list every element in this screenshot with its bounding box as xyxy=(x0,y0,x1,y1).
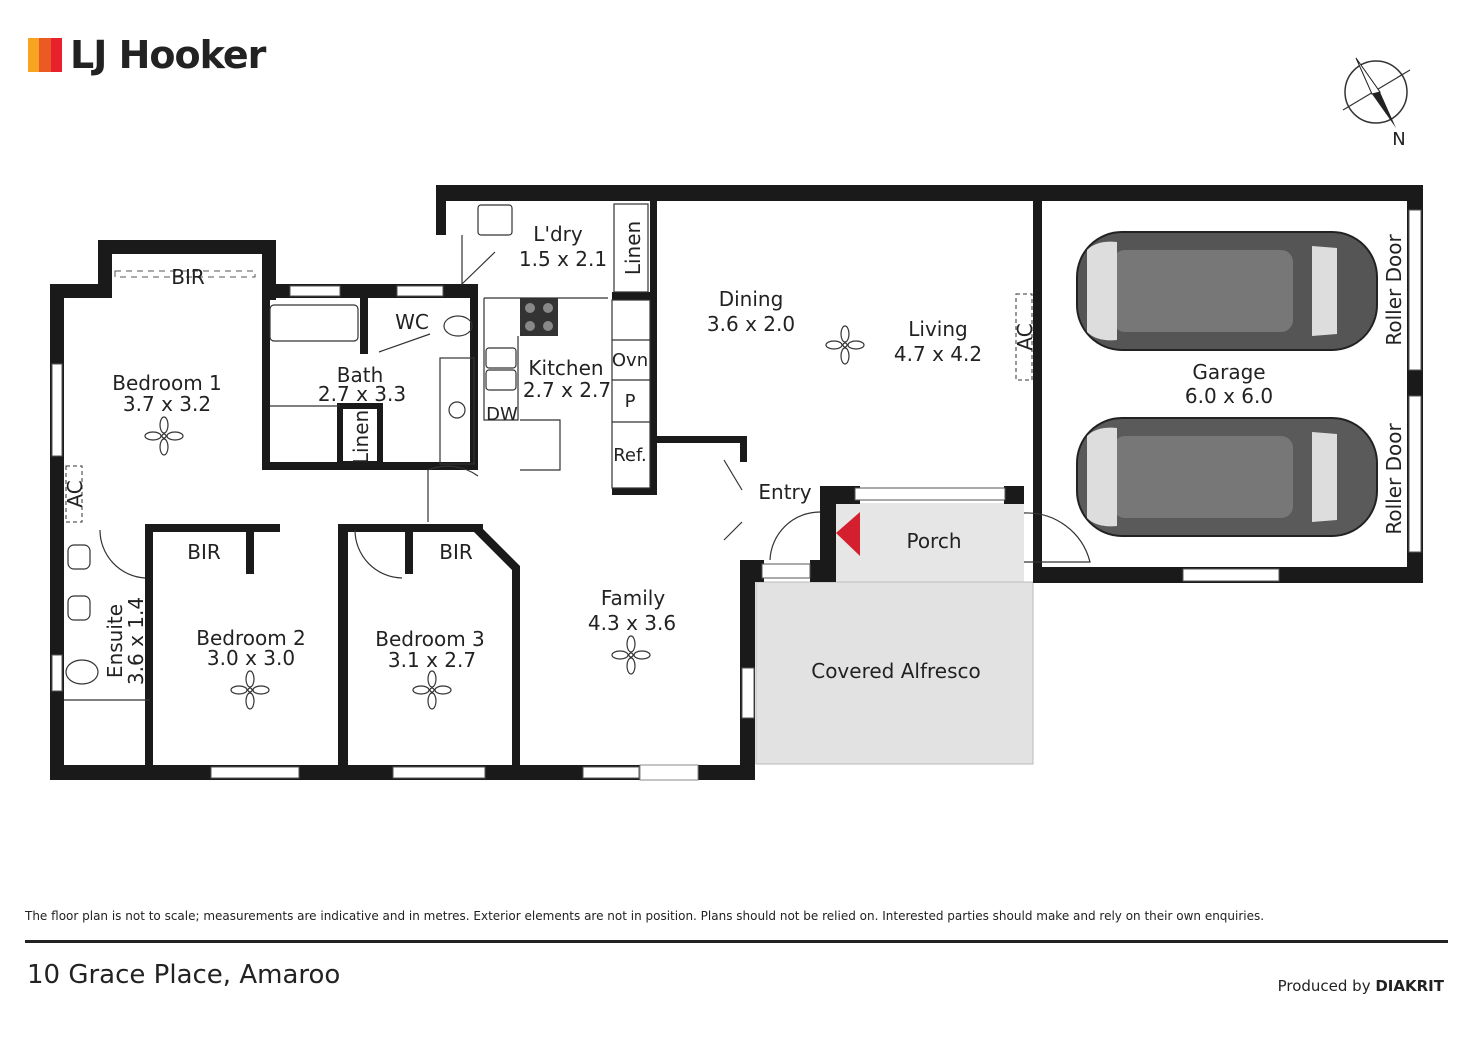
compass-icon: N xyxy=(1342,57,1411,150)
bedroom2-name: Bedroom 2 xyxy=(196,626,306,650)
producer-prefix: Produced by xyxy=(1277,977,1371,995)
car-icon xyxy=(1076,417,1378,537)
ensuite-size: 3.6 x 1.4 xyxy=(124,597,148,685)
bath-linen-label: Linen xyxy=(349,410,373,464)
bedroom-ac-label: AC xyxy=(63,480,87,507)
bath-size: 2.7 x 3.3 xyxy=(318,382,406,406)
living-ac-label: AC xyxy=(1013,323,1037,350)
ac-unit-outline xyxy=(65,293,1033,523)
family-name: Family xyxy=(601,586,666,610)
bedroom2-size: 3.0 x 3.0 xyxy=(207,646,295,670)
entry-marker-icon xyxy=(836,512,860,556)
disclaimer-text: The floor plan is not to scale; measurem… xyxy=(25,909,1265,923)
kitchen-name: Kitchen xyxy=(528,356,603,380)
dining-name: Dining xyxy=(719,287,784,311)
laundry-linen-label: Linen xyxy=(621,221,645,275)
property-address: 10 Grace Place, Amaroo xyxy=(27,960,341,990)
brand-name: LJ Hooker xyxy=(70,33,266,77)
bedroom1-name: Bedroom 1 xyxy=(112,371,222,395)
windows xyxy=(51,209,1422,781)
ensuite-name: Ensuite xyxy=(103,604,127,678)
car-icon xyxy=(1076,231,1378,351)
wc-label: WC xyxy=(395,310,429,334)
bir2-label: BIR xyxy=(187,540,221,564)
porch-label: Porch xyxy=(906,529,961,553)
bir1-label: BIR xyxy=(171,265,205,289)
alfresco-label: Covered Alfresco xyxy=(811,659,981,683)
cooktop-icon xyxy=(520,298,558,336)
kitchen-size: 2.7 x 2.7 xyxy=(523,378,611,402)
footer-divider xyxy=(25,940,1448,943)
compass-north-label: N xyxy=(1392,129,1405,150)
logo-mark-icon xyxy=(28,38,62,72)
bedroom1-size: 3.7 x 3.2 xyxy=(123,392,211,416)
family-size: 4.3 x 3.6 xyxy=(588,611,676,635)
porch-area xyxy=(836,503,1024,582)
roller-door-1-label: Roller Door xyxy=(1382,234,1406,346)
producer-brand: DIAKRIT xyxy=(1375,977,1444,995)
fridge-label: Ref. xyxy=(613,445,647,466)
bir3-label: BIR xyxy=(439,540,473,564)
dishwasher-label: DW xyxy=(486,404,518,425)
oven-label: Ovn xyxy=(612,350,648,371)
producer-credit: Produced by DIAKRIT xyxy=(1278,977,1444,995)
lj-hooker-logo: LJ Hooker xyxy=(28,30,266,80)
ceiling-fan-icon xyxy=(144,325,865,710)
laundry-name: L'dry xyxy=(533,222,583,246)
doors xyxy=(99,235,1091,579)
dining-size: 3.6 x 2.0 xyxy=(707,312,795,336)
living-size: 4.7 x 4.2 xyxy=(894,342,982,366)
bedroom3-name: Bedroom 3 xyxy=(375,627,485,651)
entry-label: Entry xyxy=(758,480,811,504)
alfresco-area xyxy=(755,581,1034,765)
room-labels: BIR Bedroom 1 3.7 x 3.2 WC Bath 2.7 x 3.… xyxy=(63,221,1406,685)
bedroom3-size: 3.1 x 2.7 xyxy=(388,648,476,672)
bath-name: Bath xyxy=(337,363,384,387)
pantry-label: P xyxy=(625,391,636,412)
garage-name: Garage xyxy=(1192,360,1265,384)
garage-size: 6.0 x 6.0 xyxy=(1185,384,1273,408)
living-name: Living xyxy=(908,317,967,341)
laundry-size: 1.5 x 2.1 xyxy=(519,247,607,271)
kitchen-bench xyxy=(64,203,651,701)
roller-door-2-label: Roller Door xyxy=(1382,423,1406,535)
